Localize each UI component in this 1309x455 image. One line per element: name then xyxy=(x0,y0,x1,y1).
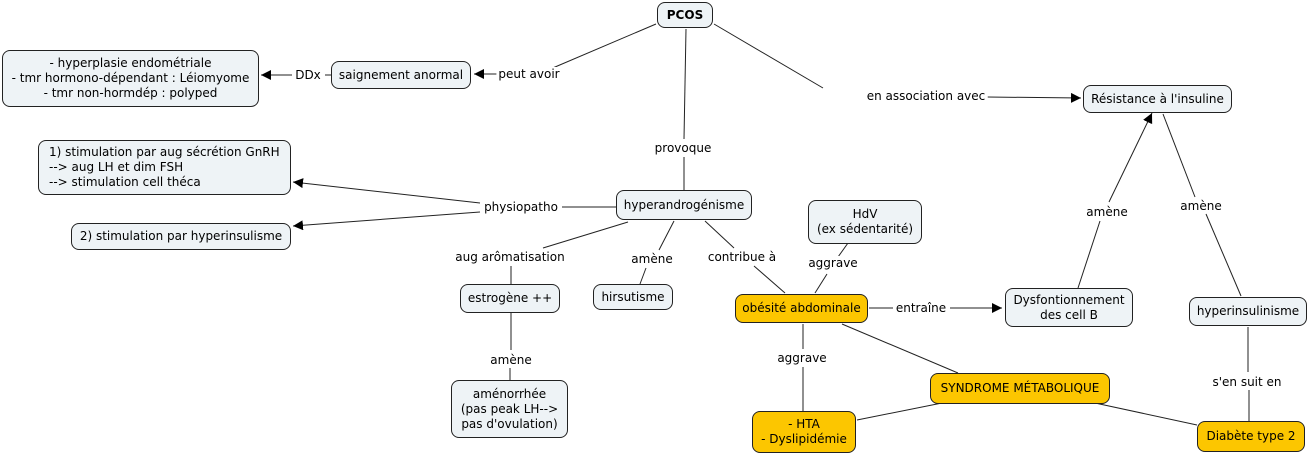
concept-pcos[interactable]: PCOS xyxy=(657,2,713,28)
concept-diabete-type-2[interactable]: Diabète type 2 xyxy=(1197,421,1305,452)
link-hyperandro-amene xyxy=(658,220,675,251)
link-physiopatho-stim2 xyxy=(292,211,481,231)
link-label-en-association: en association avec xyxy=(864,89,988,103)
link-amene-hyperinsulinisme xyxy=(1205,213,1242,297)
link-hyperandro-aromatisation xyxy=(542,221,629,249)
link-label-amene-hirsutisme: amène xyxy=(629,252,675,266)
concept-amenorrhee[interactable]: aménorrhée (pas peak LH--> pas d'ovulati… xyxy=(451,380,568,438)
link-physiopatho-stim1 xyxy=(292,178,481,204)
concept-dysfonctionnement-cell-b[interactable]: Dysfontionnement des cell B xyxy=(1005,288,1133,327)
link-label-amene-hyperinsulinisme: amène xyxy=(1178,199,1224,213)
link-aggrave-obesite xyxy=(814,273,828,294)
concept-hdv[interactable]: HdV (ex sédentarité) xyxy=(808,200,922,244)
concept-stimulation-gnrh[interactable]: 1) stimulation par aug sécrétion GnRH --… xyxy=(38,140,291,195)
link-label-sen-suit: s'en suit en xyxy=(1210,375,1284,389)
link-syndrome-diabete xyxy=(1094,402,1198,426)
link-label-provoque: provoque xyxy=(652,141,714,155)
link-obesite-syndrome xyxy=(841,323,959,374)
link-pcos-association xyxy=(713,23,824,89)
link-pcos-provoque xyxy=(683,28,687,140)
concept-syndrome-metabolique[interactable]: SYNDROME MÉTABOLIQUE xyxy=(930,373,1110,404)
link-amene-hirsutisme xyxy=(639,267,647,285)
link-syndrome-hta xyxy=(856,402,943,421)
concept-hirsutisme[interactable]: hirsutisme xyxy=(593,284,673,310)
link-association-resistance xyxy=(986,92,1082,103)
link-label-contribue: contribue à xyxy=(705,250,779,264)
link-label-physiopatho: physiopatho xyxy=(482,200,560,214)
concept-resistance-insuline[interactable]: Résistance à l'insuline xyxy=(1083,85,1232,113)
concept-saignement-anormal[interactable]: saignement anormal xyxy=(331,61,471,89)
link-contribue-obesite xyxy=(753,265,786,294)
concept-hta-dyslipidemie[interactable]: - HTA - Dyslipidémie xyxy=(752,411,856,453)
link-pcos-peut-avoir xyxy=(547,23,657,71)
concept-ddx-list[interactable]: - hyperplasie endométriale - tmr hormono… xyxy=(2,50,259,107)
link-amene-resistance xyxy=(1108,112,1153,203)
link-label-aggrave-hdv: aggrave xyxy=(806,256,860,270)
concept-obesite-abdominale[interactable]: obésité abdominale xyxy=(735,294,868,323)
link-label-peut-avoir: peut avoir xyxy=(496,67,562,81)
link-label-entraine: entraîne xyxy=(893,301,949,315)
link-dysfonction-amene xyxy=(1077,220,1101,289)
link-label-aggrave-hta: aggrave xyxy=(775,351,829,365)
concept-estrogene[interactable]: estrogène ++ xyxy=(460,284,560,313)
concept-hyperinsulinisme[interactable]: hyperinsulinisme xyxy=(1189,297,1307,326)
link-resistance-amene xyxy=(1162,113,1196,198)
link-label-aug-aromatisation: aug arômatisation xyxy=(453,250,567,264)
link-hdv-aggrave xyxy=(837,242,849,258)
link-label-amene-dysfonction: amène xyxy=(1084,205,1130,219)
link-label-ddx: DDx xyxy=(293,68,323,82)
link-hyperandro-contribue xyxy=(704,220,735,249)
concept-hyperandrogenisme[interactable]: hyperandrogénisme xyxy=(616,190,752,220)
link-label-amene-amenorrhee: amène xyxy=(488,353,534,367)
concept-stimulation-hyperinsulisme[interactable]: 2) stimulation par hyperinsulisme xyxy=(71,223,291,250)
